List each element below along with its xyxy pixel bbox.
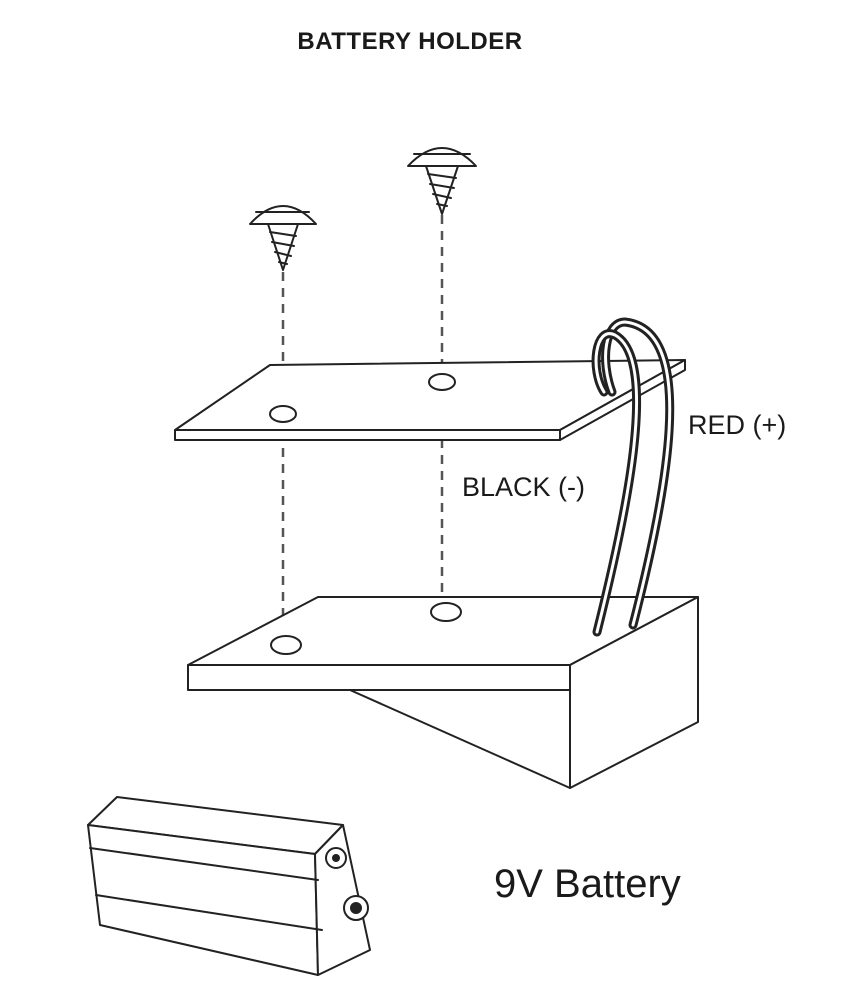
plate-hole-right — [428, 373, 456, 391]
plate-hole-left — [269, 405, 297, 423]
black-wire-label: BLACK (-) — [462, 472, 586, 502]
battery-9v — [87, 796, 371, 976]
screw-right — [407, 147, 477, 215]
diagram-title: BATTERY HOLDER — [297, 28, 523, 55]
base-hole-left — [270, 635, 302, 655]
base-hole-right — [430, 602, 462, 622]
screw-left — [249, 205, 317, 271]
black-wire — [591, 329, 642, 637]
holder-top-plate — [174, 359, 686, 441]
red-wire-label: RED (+) — [688, 410, 787, 440]
red-wire — [601, 317, 675, 630]
holder-base — [187, 596, 699, 789]
battery-label: 9V Battery — [494, 862, 681, 906]
